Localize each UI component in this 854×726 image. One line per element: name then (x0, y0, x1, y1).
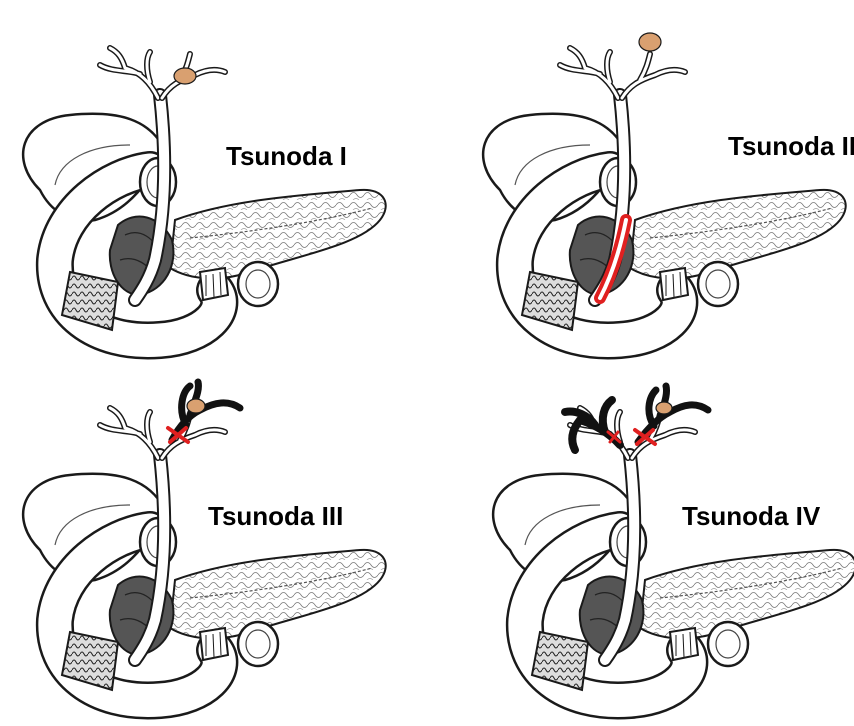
dilated-right-hepatic-ducts (565, 400, 620, 450)
panel-tsunoda-1: Tsunoda I (23, 48, 386, 340)
biliary-stone (174, 68, 196, 84)
anatomy-illustration (493, 408, 854, 700)
biliary-stone (639, 33, 661, 51)
biliary-stone (656, 402, 672, 414)
biliary-stone (187, 399, 205, 413)
panel-label: Tsunoda IV (682, 501, 821, 531)
anatomy-illustration (483, 48, 846, 340)
panel-tsunoda-4: Tsunoda IV (493, 386, 854, 700)
panel-label: Tsunoda III (208, 501, 343, 531)
panel-label: Tsunoda II (728, 131, 854, 161)
panel-tsunoda-3: Tsunoda III (23, 382, 386, 700)
panel-label: Tsunoda I (226, 141, 347, 171)
anatomy-illustration (23, 408, 386, 700)
anatomy-illustration (23, 48, 386, 340)
panel-tsunoda-2: Tsunoda II (483, 33, 854, 340)
